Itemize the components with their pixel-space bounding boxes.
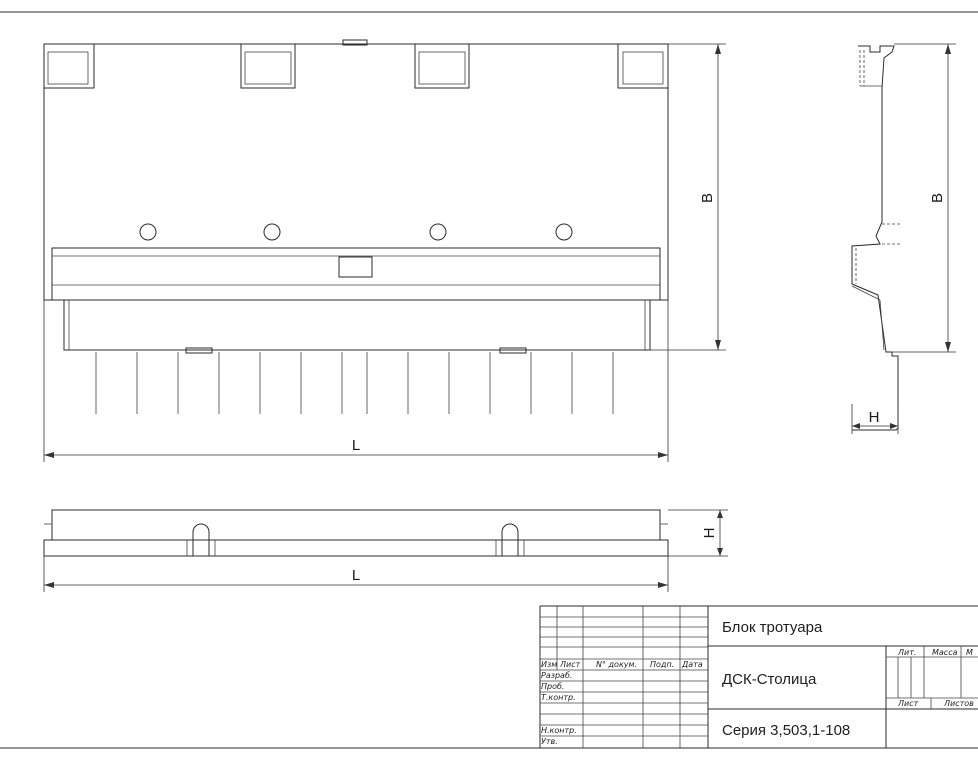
col-date: Дата bbox=[681, 660, 703, 669]
top-notches bbox=[43, 39, 669, 89]
sheet-label: Лист bbox=[897, 699, 919, 708]
role-tkontr: Т.контр. bbox=[541, 693, 576, 702]
series-name: Серия 3,503,1-108 bbox=[722, 722, 850, 739]
ledge-plate bbox=[338, 256, 373, 278]
col-izm: Изм bbox=[541, 660, 557, 669]
side-thickness-label: H bbox=[869, 409, 880, 426]
title-block: Изм Лист N° докум. Подп. Дата Разраб. Пр… bbox=[539, 605, 978, 748]
block-name: Блок тротуара bbox=[722, 619, 823, 636]
col-list: Лист bbox=[559, 660, 581, 669]
rebar-lines bbox=[95, 352, 614, 414]
front-view: L B bbox=[43, 39, 726, 462]
organization-name: ДСК-Столица bbox=[722, 671, 817, 688]
front-body bbox=[43, 43, 669, 301]
front-length-dimension: L bbox=[43, 300, 669, 462]
role-razrab: Разраб. bbox=[541, 671, 572, 680]
bottom-base bbox=[43, 539, 669, 557]
bottom-thickness-label: H bbox=[701, 528, 718, 539]
sheets-label: Листов bbox=[943, 699, 974, 708]
col-sign: Подп. bbox=[650, 660, 674, 669]
role-nkontr: Н.контр. bbox=[541, 726, 577, 735]
bottom-top bbox=[51, 509, 661, 541]
lifting-holes bbox=[139, 223, 573, 241]
bottom-thickness-dimension: H bbox=[668, 509, 728, 557]
scale-label: М bbox=[966, 648, 973, 657]
side-thickness-dimension: H bbox=[851, 404, 899, 434]
side-view: B H bbox=[851, 43, 956, 434]
front-length-label: L bbox=[352, 437, 360, 454]
front-height-label: B bbox=[699, 193, 716, 203]
role-utv: Утв. bbox=[541, 737, 558, 746]
side-height-dimension: B bbox=[892, 43, 956, 353]
side-height-label: B bbox=[929, 193, 946, 203]
col-doc: N° докум. bbox=[596, 660, 637, 669]
front-height-dimension: B bbox=[650, 43, 726, 351]
bottom-length-label: L bbox=[352, 567, 360, 584]
lit-label: Лит. bbox=[897, 648, 916, 657]
mass-label: Масса bbox=[932, 648, 958, 657]
role-prob: Проб. bbox=[541, 682, 564, 691]
bottom-length-dimension: L bbox=[43, 556, 669, 592]
lower-block bbox=[63, 299, 651, 351]
bottom-view: H L bbox=[43, 509, 728, 592]
